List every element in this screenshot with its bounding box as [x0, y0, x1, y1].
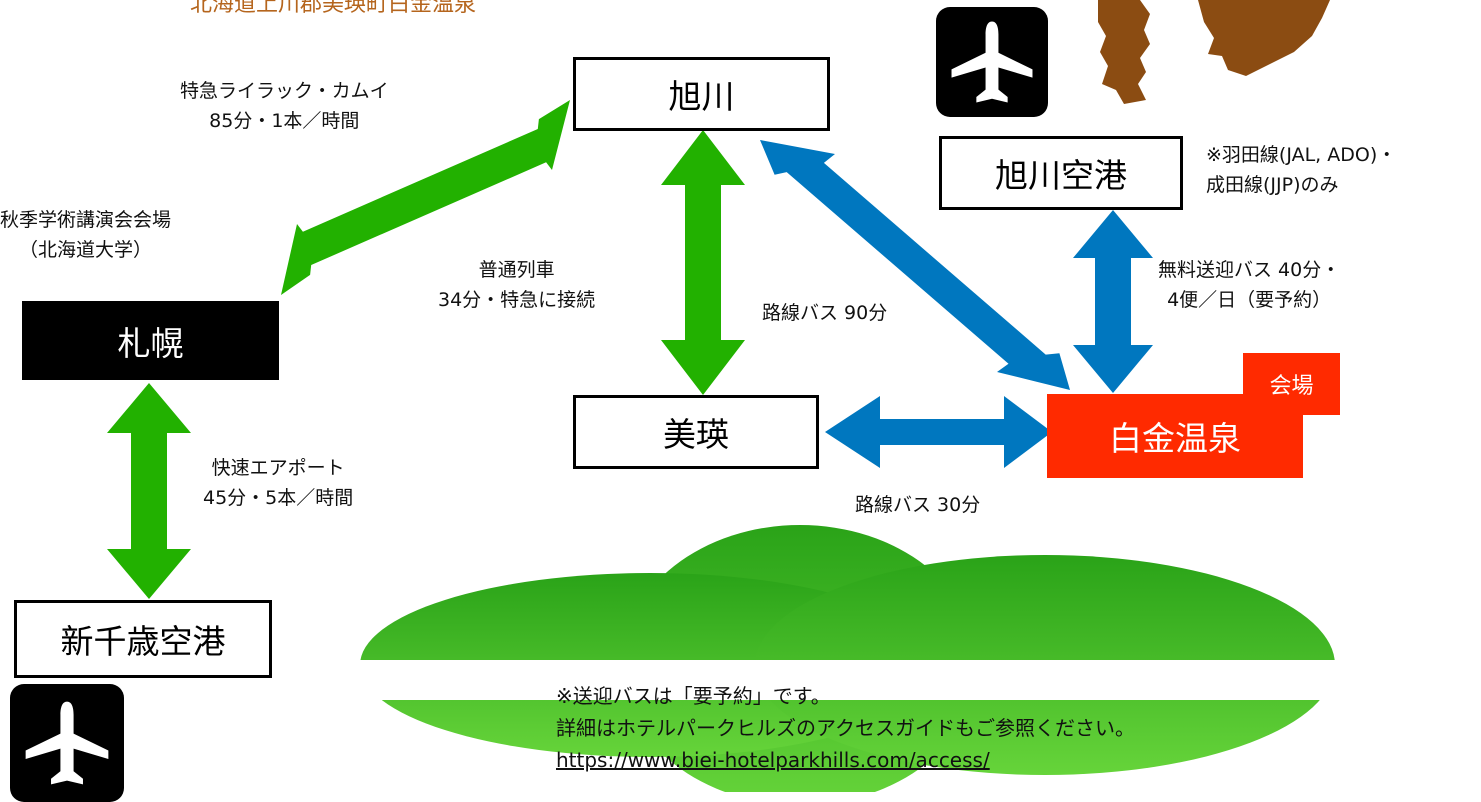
arrow-sapporo-newchitose [107, 383, 191, 599]
label-line: 4便／日（要予約） [1167, 289, 1332, 312]
arrow-asahikawa-shirogane [760, 140, 1070, 390]
node-asahikawa: 旭川 [573, 57, 830, 131]
label-line: 快速エアポート [211, 457, 345, 479]
label-line: （北海道大学） [19, 239, 153, 262]
label-conference-venue: 秋季学術講演会会場 （北海道大学） [0, 205, 171, 266]
label-local-train: 普通列車 34分・特急に接続 [438, 255, 595, 316]
label-line: 特急ライラック・カムイ [180, 80, 389, 102]
label-line: 34分・特急に接続 [438, 289, 596, 312]
label-line: 普通列車 [478, 259, 555, 281]
arrow-asahikawa-biei [661, 130, 745, 395]
node-sapporo: 札幌 [22, 301, 279, 380]
label-line: 無料送迎バス 40分・ [1158, 259, 1341, 281]
label-line: 45分・5本／時間 [203, 487, 354, 510]
label-line: 85分・1本／時間 [209, 110, 360, 133]
label-bus-90: 路線バス 90分 [762, 302, 888, 324]
arrow-airport-shirogane [1073, 210, 1153, 393]
airplane-icon [936, 7, 1048, 117]
node-asahikawa-airport: 旭川空港 [939, 136, 1183, 210]
node-biei: 美瑛 [573, 395, 819, 469]
venue-badge: 会場 [1243, 353, 1340, 415]
label-shuttle-bus: 無料送迎バス 40分・ 4便／日（要予約） [1158, 255, 1340, 316]
access-guide-link[interactable]: https://www.biei-hotelparkhills.com/acce… [556, 748, 990, 772]
label-bus-30: 路線バス 30分 [855, 494, 981, 516]
hills [350, 525, 1340, 792]
footer-line: 詳細はホテルパークヒルズのアクセスガイドもご参照ください。 [556, 716, 1135, 740]
footer-note: ※送迎バスは「要予約」です。 詳細はホテルパークヒルズのアクセスガイドもご参照く… [556, 680, 1135, 776]
label-lilac-kamui: 特急ライラック・カムイ 85分・1本／時間 [180, 76, 389, 137]
page-title: 北海道上川郡美瑛町白金温泉 [190, 0, 477, 17]
label-line: 秋季学術講演会会場 [0, 209, 172, 231]
label-rapid-airport: 快速エアポート 45分・5本／時間 [203, 453, 353, 514]
label-line: ※羽田線(JAL, ADO)・ [1206, 144, 1397, 166]
hokkaido-map-fragment [1098, 0, 1330, 104]
arrow-biei-shirogane [825, 396, 1052, 468]
arrow-sapporo-asahikawa [281, 100, 570, 295]
label-line: 成田線(JJP)のみ [1206, 174, 1339, 197]
footer-line: ※送迎バスは「要予約」です。 [556, 684, 831, 708]
label-airport-note: ※羽田線(JAL, ADO)・ 成田線(JJP)のみ [1206, 140, 1396, 201]
airplane-icon [10, 684, 124, 802]
node-new-chitose-airport: 新千歳空港 [14, 600, 272, 678]
